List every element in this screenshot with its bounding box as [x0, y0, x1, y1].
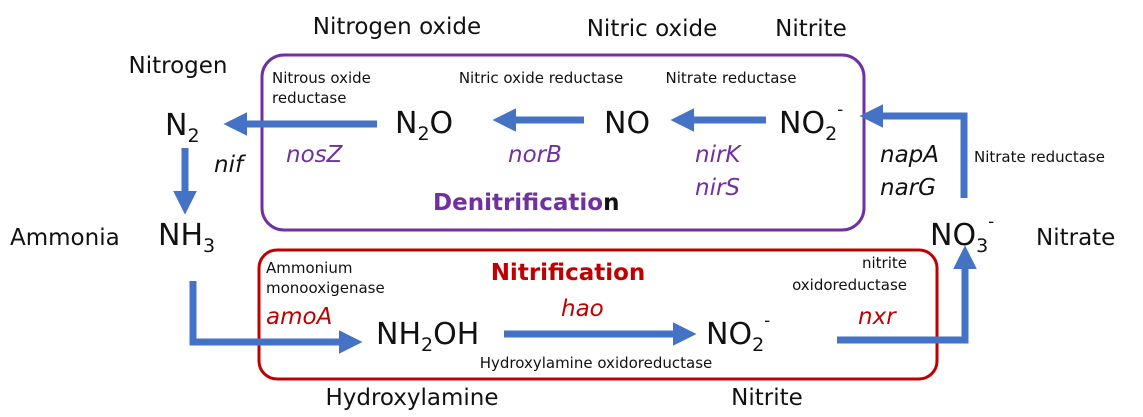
process-denitrification-main: Denitrificatio: [433, 190, 603, 216]
formula-no2-bottom-sup: -: [764, 311, 770, 331]
formula-no2-top: NO2-: [779, 100, 843, 145]
formula-no3: NO3-: [930, 212, 994, 257]
enzyme-nitrite-oxidoreductase-line1: nitrite: [862, 254, 907, 272]
enzyme-nitric-oxide-reductase: Nitric oxide reductase: [459, 69, 623, 87]
gene-nirs: nirS: [695, 175, 740, 201]
label-hydroxylamine: Hydroxylamine: [325, 385, 498, 411]
enzyme-nitrate-reductase-right: Nitrate reductase: [974, 148, 1105, 166]
enzyme-hydroxylamine-oxidoreductase: Hydroxylamine oxidoreductase: [480, 354, 713, 372]
gene-napa: napA: [880, 142, 939, 168]
denitrification-box: [260, 53, 866, 232]
arrow-no2-to-no3: [837, 245, 977, 344]
formula-nh3: NH3: [158, 218, 215, 257]
formula-no2-bottom-base: NO: [706, 317, 752, 352]
label-ammonia: Ammonia: [10, 225, 120, 251]
enzyme-ammonium-monooxygenase-line1: Ammonium: [266, 259, 352, 277]
formula-n2o-sub: 2: [417, 123, 429, 145]
formula-n2-sub: 2: [187, 125, 199, 147]
gene-nif: nif: [214, 152, 246, 178]
formula-no: NO: [604, 106, 650, 141]
enzyme-nitrate-reductase-top: Nitrate reductase: [666, 69, 797, 87]
arrows: [173, 104, 977, 354]
formula-n2o: N2O: [395, 106, 453, 145]
enzyme-nitrous-oxide-reductase-line1: Nitrous oxide: [272, 69, 371, 87]
formula-nh3-sub: 3: [203, 235, 215, 257]
label-nitric-oxide: Nitric oxide: [587, 16, 718, 42]
formula-no3-base: NO: [930, 218, 976, 253]
formula-n2-base: N: [165, 108, 187, 143]
formula-n2o-pre: N: [395, 106, 417, 141]
formula-no2-bottom-sub: 2: [752, 334, 764, 356]
formula-nh2oh-pre: NH: [376, 317, 421, 352]
process-denitrification-tail: n: [603, 190, 619, 216]
nitrification-box: [257, 248, 939, 381]
enzyme-ammonium-monooxygenase-line2: monooxigenase: [266, 279, 385, 297]
gene-nirk: nirK: [695, 142, 742, 168]
arrow-nh3-to-nh2oh: [189, 281, 363, 354]
label-nitrite-top: Nitrite: [775, 16, 847, 42]
gene-amoa: amoA: [266, 304, 332, 330]
enzyme-nitrite-oxidoreductase-line2: oxidoreductase: [792, 276, 907, 294]
formula-no3-sub: 3: [976, 235, 988, 257]
formula-nh3-base: NH: [158, 218, 203, 253]
process-denitrification: Denitrification: [433, 190, 619, 216]
label-nitrogen-oxide: Nitrogen oxide: [313, 14, 481, 40]
label-nitrate: Nitrate: [1036, 225, 1115, 251]
formula-no2-top-sub: 2: [825, 123, 837, 145]
gene-norb: norB: [508, 142, 562, 168]
label-nitrogen: Nitrogen: [129, 53, 228, 79]
process-nitrification: Nitrification: [491, 260, 646, 286]
label-nitrite-bottom: Nitrite: [731, 385, 803, 411]
gene-narg: narG: [880, 175, 936, 201]
gene-nosz: nosZ: [286, 142, 344, 168]
formula-n2o-post: O: [430, 106, 454, 141]
formula-n2: N2: [165, 108, 200, 147]
formula-no3-sup: -: [988, 212, 994, 232]
formula-no2-top-sup: -: [837, 100, 843, 120]
formula-nh2oh-sub: 2: [421, 334, 433, 356]
enzyme-nitrous-oxide-reductase-line2: reductase: [272, 89, 346, 107]
arrow-no3-to-no2: [859, 104, 968, 198]
formula-no2-bottom: NO2-: [706, 311, 770, 356]
formula-nh2oh: NH2OH: [376, 317, 479, 356]
gene-hao: hao: [561, 296, 604, 322]
formula-nh2oh-post: OH: [433, 317, 479, 352]
gene-nxr: nxr: [858, 304, 897, 330]
formula-no2-top-base: NO: [779, 106, 825, 141]
